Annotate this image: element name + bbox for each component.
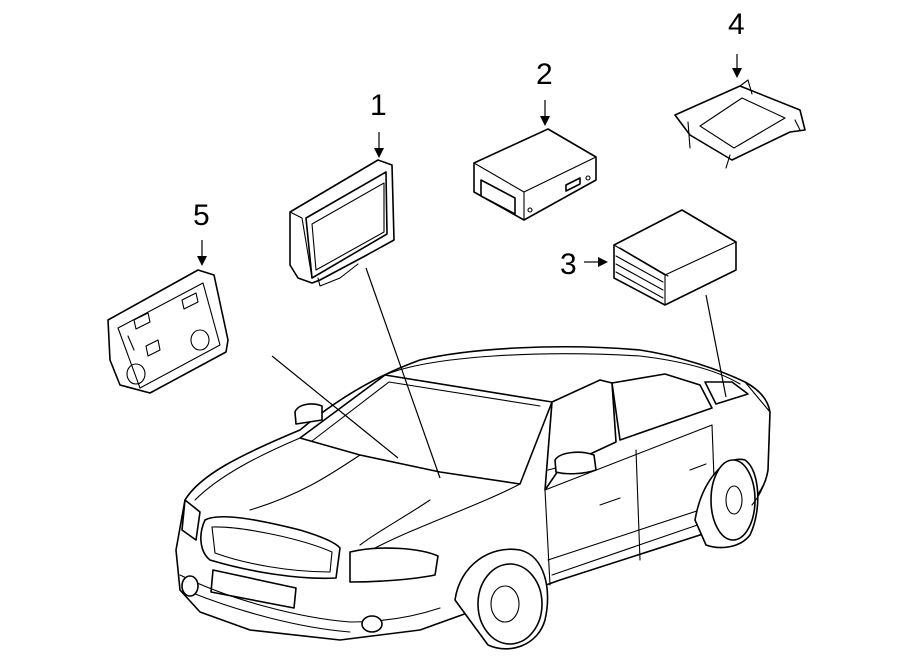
callout-arrow-3 <box>584 257 608 267</box>
callout-arrow-5 <box>197 240 207 266</box>
callout-number-4: 4 <box>728 8 745 41</box>
callout-number-1: 1 <box>370 89 387 122</box>
part-1-display-unit[interactable] <box>289 159 395 287</box>
part-2-control-module[interactable] <box>473 128 597 221</box>
part-5-module-board[interactable] <box>107 269 229 394</box>
sedan-illustration <box>175 346 771 650</box>
leader-line-5 <box>271 355 399 459</box>
leader-line-3 <box>705 294 727 398</box>
part-3-stacked-unit[interactable] <box>613 209 737 306</box>
callout-arrow-4 <box>732 54 742 78</box>
callout-number-3: 3 <box>560 248 577 281</box>
leader-line-1 <box>365 267 441 479</box>
callout-arrow-1 <box>374 132 384 158</box>
callout-arrow-2 <box>540 100 550 126</box>
part-4-mounting-bracket[interactable] <box>674 79 806 169</box>
callout-number-5: 5 <box>193 199 210 232</box>
callout-number-2: 2 <box>536 58 553 91</box>
